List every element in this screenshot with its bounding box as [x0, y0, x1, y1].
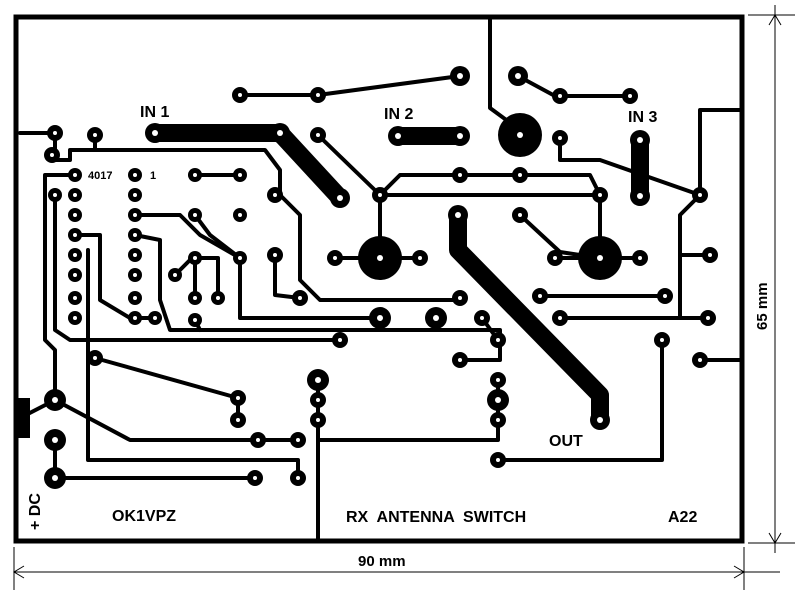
width-label: 90 mm — [358, 553, 406, 570]
ic-part-label: 4017 — [88, 170, 112, 182]
board-code: A22 — [668, 509, 697, 526]
input-2-label: IN 2 — [384, 106, 413, 123]
width-dimension: 90 mm — [13, 547, 780, 590]
input-1-label: IN 1 — [140, 104, 169, 121]
power-label: + DC — [27, 493, 44, 530]
board-title: RX ANTENNA SWITCH — [346, 509, 526, 526]
input-3-label: IN 3 — [628, 109, 657, 126]
author-label: OK1VPZ — [112, 508, 176, 525]
height-dimension: 65 mm — [748, 5, 795, 553]
ic-pin1-label: 1 — [150, 170, 156, 182]
height-label: 65 mm — [754, 282, 771, 330]
output-label: OUT — [549, 433, 583, 450]
copper-pads — [44, 66, 718, 489]
